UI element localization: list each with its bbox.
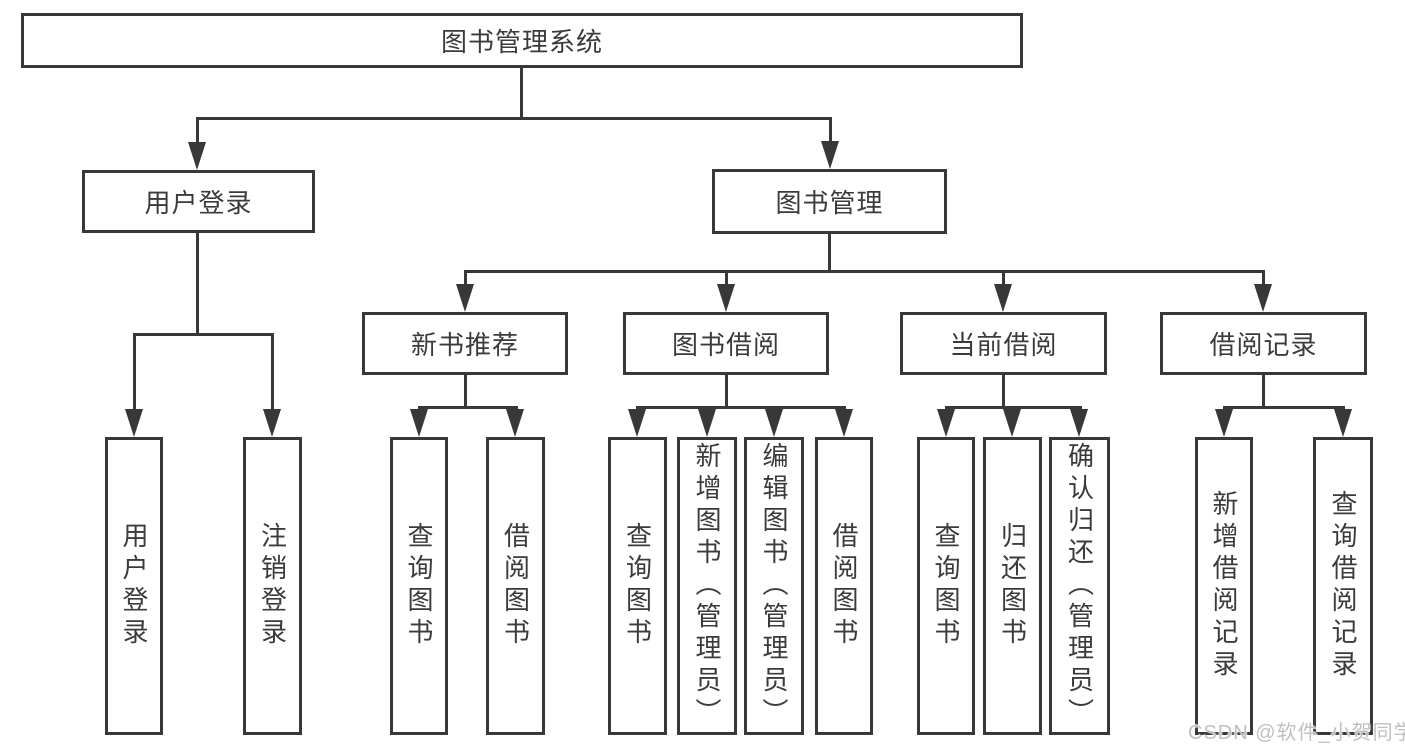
leaf-query-books: 查询图书 <box>390 437 448 735</box>
node-label: 归还图书 <box>997 522 1028 650</box>
node-label: 查询图书 <box>404 522 434 650</box>
node-label: 新增借阅记录 <box>1209 490 1239 682</box>
leaf-user-login: 用户登录 <box>105 437 163 735</box>
leaf-return-books: 归还图书 <box>983 437 1042 735</box>
arrow-down-icon <box>263 409 281 437</box>
arrow-down-icon <box>125 409 143 437</box>
leaf-add-borrow-record: 新增借阅记录 <box>1195 437 1253 735</box>
node-new-book-recommend: 新书推荐 <box>362 312 568 375</box>
node-current-borrow: 当前借阅 <box>900 312 1107 375</box>
arrow-down-icon <box>1254 284 1272 312</box>
connector-hline <box>133 333 274 336</box>
connector-hline <box>1223 406 1345 409</box>
node-label: 图书管理系统 <box>440 27 603 57</box>
arrow-down-icon <box>410 409 428 437</box>
arrow-down-icon <box>1003 409 1021 437</box>
arrow-down-icon <box>456 284 474 312</box>
watermark: CSDN @软件_小贺同学 <box>1188 722 1405 744</box>
leaf-borrow-books: 借阅图书 <box>815 437 873 735</box>
node-book-borrow: 图书借阅 <box>623 312 829 375</box>
node-label: 图书管理 <box>775 188 884 218</box>
node-label: 新书推荐 <box>410 330 519 360</box>
connector-vline <box>1002 270 1005 287</box>
connector-vline <box>1262 373 1265 408</box>
node-label: 查询图书 <box>622 522 653 650</box>
connector-vline <box>196 231 199 335</box>
connector-vline <box>520 66 523 119</box>
leaf-borrow-books: 借阅图书 <box>486 437 545 735</box>
node-book-management: 图书管理 <box>712 169 947 234</box>
node-label: 注销登录 <box>257 522 288 650</box>
connector-vline <box>196 117 199 144</box>
connector-hline <box>196 117 832 120</box>
arrow-down-icon <box>821 141 839 169</box>
connector-vline <box>133 333 136 412</box>
connector-vline <box>1262 270 1265 287</box>
node-label: 借阅图书 <box>500 522 531 650</box>
leaf-add-books-admin: 新增图书（管理员） <box>677 437 737 735</box>
connector-hline <box>636 406 846 409</box>
arrow-down-icon <box>1334 409 1352 437</box>
arrow-down-icon <box>717 284 735 312</box>
arrow-down-icon <box>698 409 716 437</box>
node-label: 编辑图书（管理员） <box>759 442 789 730</box>
arrow-down-icon <box>994 284 1012 312</box>
arrow-down-icon <box>188 142 206 170</box>
connector-vline <box>725 270 728 287</box>
leaf-edit-books-admin: 编辑图书（管理员） <box>744 437 804 735</box>
arrow-down-icon <box>628 409 646 437</box>
leaf-confirm-return-admin: 确认归还（管理员） <box>1049 437 1110 735</box>
node-user-login: 用户登录 <box>82 170 315 233</box>
connector-vline <box>828 232 831 272</box>
node-label: 图书借阅 <box>671 330 780 360</box>
node-label: 确认归还（管理员） <box>1064 442 1095 730</box>
node-label: 用户登录 <box>119 522 149 650</box>
leaf-query-books: 查询图书 <box>608 437 667 735</box>
node-label: 当前借阅 <box>949 330 1058 360</box>
node-label: 查询图书 <box>931 522 961 650</box>
leaf-query-books: 查询图书 <box>917 437 975 735</box>
connector-vline <box>464 270 467 287</box>
node-root: 图书管理系统 <box>21 13 1023 68</box>
connector-vline <box>464 373 467 408</box>
node-label: 新增图书（管理员） <box>692 442 722 730</box>
arrow-down-icon <box>937 409 955 437</box>
arrow-down-icon <box>506 409 524 437</box>
leaf-query-borrow-record: 查询借阅记录 <box>1313 437 1373 735</box>
node-label: 用户登录 <box>144 188 253 218</box>
node-label: 查询借阅记录 <box>1328 490 1358 682</box>
connector-vline <box>1002 373 1005 408</box>
connector-hline <box>464 270 1265 273</box>
node-label: 借阅记录 <box>1209 330 1318 360</box>
arrow-down-icon <box>835 409 853 437</box>
node-label: 借阅图书 <box>829 522 859 650</box>
leaf-logout: 注销登录 <box>243 437 302 735</box>
arrow-down-icon <box>1215 409 1233 437</box>
arrow-down-icon <box>1070 409 1088 437</box>
connector-vline <box>829 117 832 144</box>
arrow-down-icon <box>765 409 783 437</box>
connector-vline <box>271 333 274 412</box>
node-borrow-records: 借阅记录 <box>1160 312 1367 375</box>
connector-hline <box>418 406 518 409</box>
connector-vline <box>725 373 728 408</box>
